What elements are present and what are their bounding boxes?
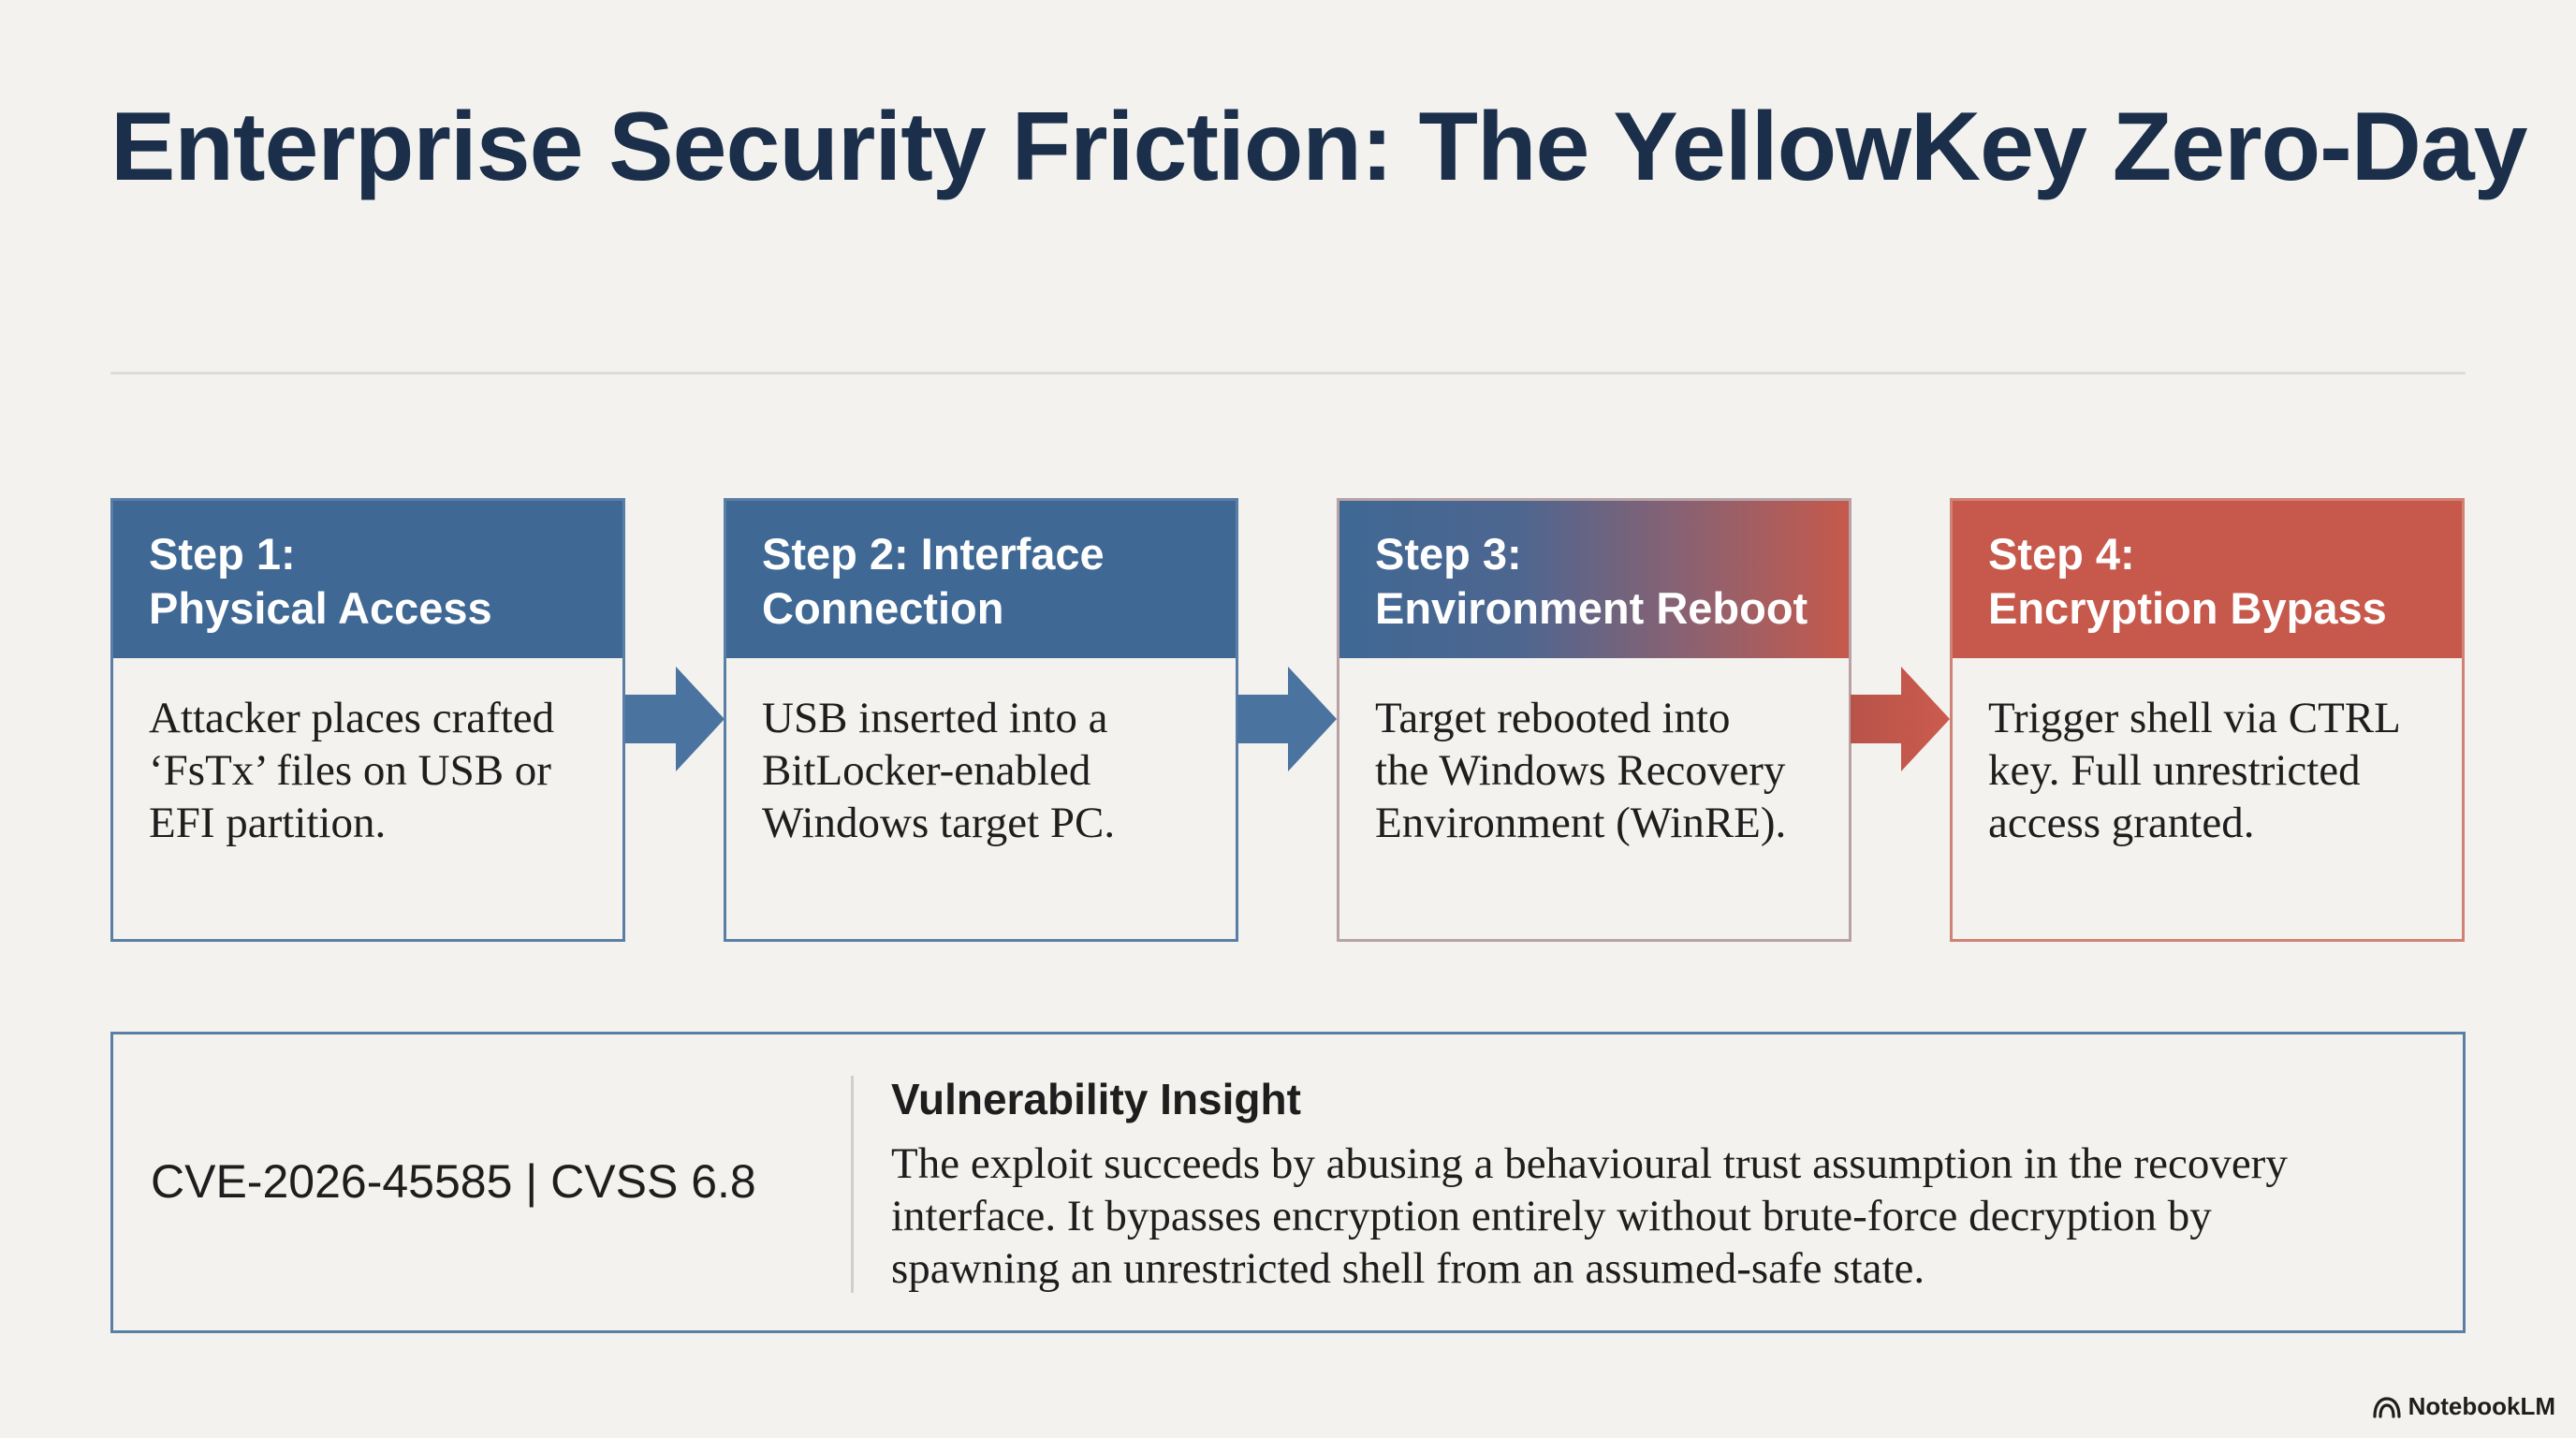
step-body-line: EFI partition. (149, 799, 387, 847)
step-body-line: Windows target PC. (762, 799, 1116, 847)
step-card-1: Step 1: Physical Access Attacker places … (110, 498, 625, 942)
notebooklm-logo-icon (2372, 1396, 2401, 1418)
step-body-line: ‘FsTx’ files on USB or (149, 746, 551, 795)
step-header-1: Step 1: Physical Access (113, 501, 622, 658)
step-header-4: Step 4: Encryption Bypass (1953, 501, 2462, 658)
step-body-line: Trigger shell via CTRL (1988, 694, 2401, 742)
insight-text-line: spawning an unrestricted shell from an a… (891, 1244, 1925, 1293)
arrow-right-icon (625, 667, 724, 771)
insight-divider (851, 1076, 854, 1293)
insight-text-line: The exploit succeeds by abusing a behavi… (891, 1139, 2288, 1188)
step-body-line: Environment (WinRE). (1375, 799, 1787, 847)
step-body-line: Attacker places crafted (149, 694, 555, 742)
step-card-4: Step 4: Encryption Bypass Trigger shell … (1950, 498, 2465, 942)
insight-text: The exploit succeeds by abusing a behavi… (891, 1137, 2288, 1295)
step-body-1: Attacker places crafted ‘FsTx’ files on … (113, 658, 622, 849)
title-divider (110, 372, 2466, 374)
step-card-3: Step 3: Environment Reboot Target reboot… (1337, 498, 1852, 942)
arrow-right-icon (1851, 667, 1950, 771)
step-title-line: Environment Reboot (1375, 583, 1808, 633)
step-title-line: Connection (762, 583, 1004, 633)
step-body-line: access granted. (1988, 799, 2255, 847)
step-body-line: the Windows Recovery (1375, 746, 1786, 795)
step-title-line: Step 3: (1375, 529, 1522, 579)
step-title-line: Encryption Bypass (1988, 583, 2387, 633)
page-title: Enterprise Security Friction: The Yellow… (110, 93, 2528, 201)
step-title-line: Step 1: (149, 529, 296, 579)
brand-watermark: NotebookLM (2372, 1392, 2555, 1421)
brand-label: NotebookLM (2408, 1392, 2555, 1420)
arrow-right-icon (1237, 667, 1337, 771)
step-title-line: Step 4: (1988, 529, 2135, 579)
step-title-line: Physical Access (149, 583, 492, 633)
insight-text-line: interface. It bypasses encryption entire… (891, 1192, 2212, 1240)
step-body-line: BitLocker-enabled (762, 746, 1091, 795)
step-header-gradient (1339, 501, 1849, 658)
cve-label: CVE-2026-45585 | CVSS 6.8 (151, 1155, 756, 1208)
step-body-2: USB inserted into a BitLocker-enabled Wi… (726, 658, 1236, 849)
step-body-line: key. Full unrestricted (1988, 746, 2361, 795)
step-header-2: Step 2: Interface Connection (726, 501, 1236, 658)
insight-title: Vulnerability Insight (891, 1075, 1301, 1123)
step-body-3: Target rebooted into the Windows Recover… (1339, 658, 1849, 849)
step-card-2: Step 2: Interface Connection USB inserte… (724, 498, 1238, 942)
step-body-4: Trigger shell via CTRL key. Full unrestr… (1953, 658, 2462, 849)
step-body-line: Target rebooted into (1375, 694, 1731, 742)
insight-panel: CVE-2026-45585 | CVSS 6.8 Vulnerability … (110, 1032, 2466, 1333)
step-body-line: USB inserted into a (762, 694, 1108, 742)
step-title-line: Step 2: Interface (762, 529, 1105, 579)
step-header-3: Step 3: Environment Reboot (1339, 501, 1849, 658)
